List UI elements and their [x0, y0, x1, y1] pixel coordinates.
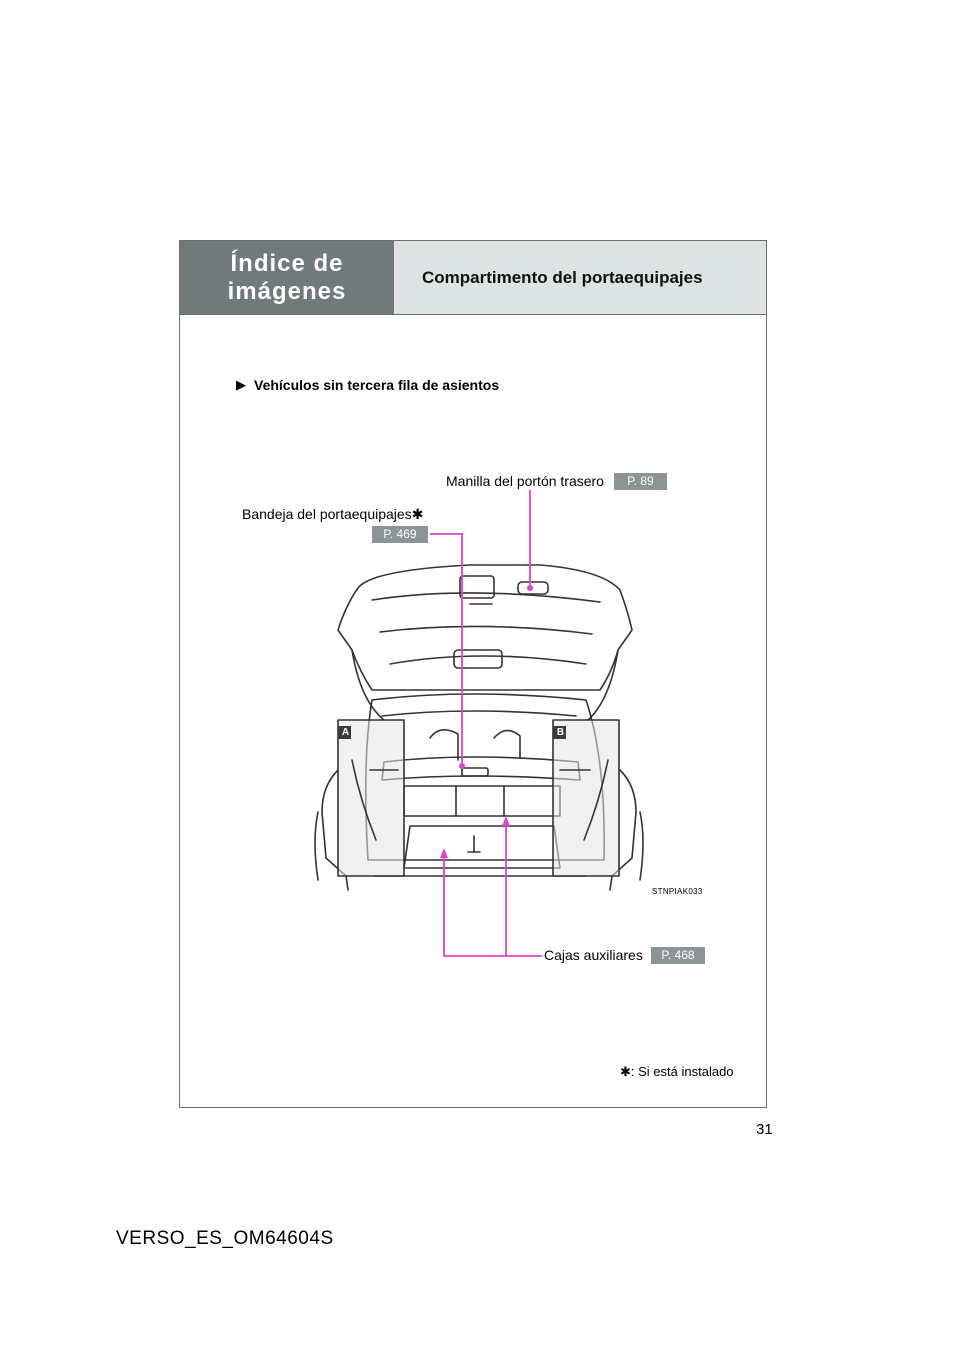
content-panel: Índice de imágenes Compartimento del por…: [179, 240, 767, 1108]
triangle-bullet-icon: ▶: [236, 377, 246, 392]
marker-a: A: [341, 727, 350, 738]
subtitle: ▶ Vehículos sin tercera fila de asientos: [236, 377, 499, 393]
doc-code: VERSO_ES_OM64604S: [116, 1228, 334, 1249]
asterisk-icon: ✱: [620, 1064, 631, 1079]
section-tab: Índice de imágenes: [180, 241, 394, 314]
page-title: Compartimento del portaequipajes: [394, 241, 766, 314]
boxes-label: Cajas auxiliares: [544, 947, 643, 963]
section-line-2: imágenes: [227, 277, 347, 305]
marker-a-box: [338, 726, 351, 739]
asterisk-icon: ✱: [411, 506, 424, 522]
tray-ref[interactable]: P. 469: [372, 526, 428, 543]
header-divider: [180, 314, 766, 315]
handle-ref[interactable]: P. 89: [614, 473, 667, 490]
footnote-text: : Si está instalado: [630, 1064, 734, 1079]
tray-label: Bandeja del portaequipajes✱: [242, 506, 423, 523]
illustration-code: STNPIAK033: [652, 887, 703, 896]
boxes-ref[interactable]: P. 468: [651, 947, 705, 964]
marker-b: B: [556, 727, 565, 738]
subtitle-text: Vehículos sin tercera fila de asientos: [254, 377, 500, 393]
section-line-1: Índice de: [230, 249, 344, 277]
tray-label-text: Bandeja del portaequipajes: [242, 506, 412, 522]
handle-label: Manilla del portón trasero: [446, 473, 604, 489]
footnote: ✱: Si está instalado: [620, 1064, 734, 1080]
page-number: 31: [756, 1121, 773, 1138]
marker-b-box: [553, 726, 566, 739]
